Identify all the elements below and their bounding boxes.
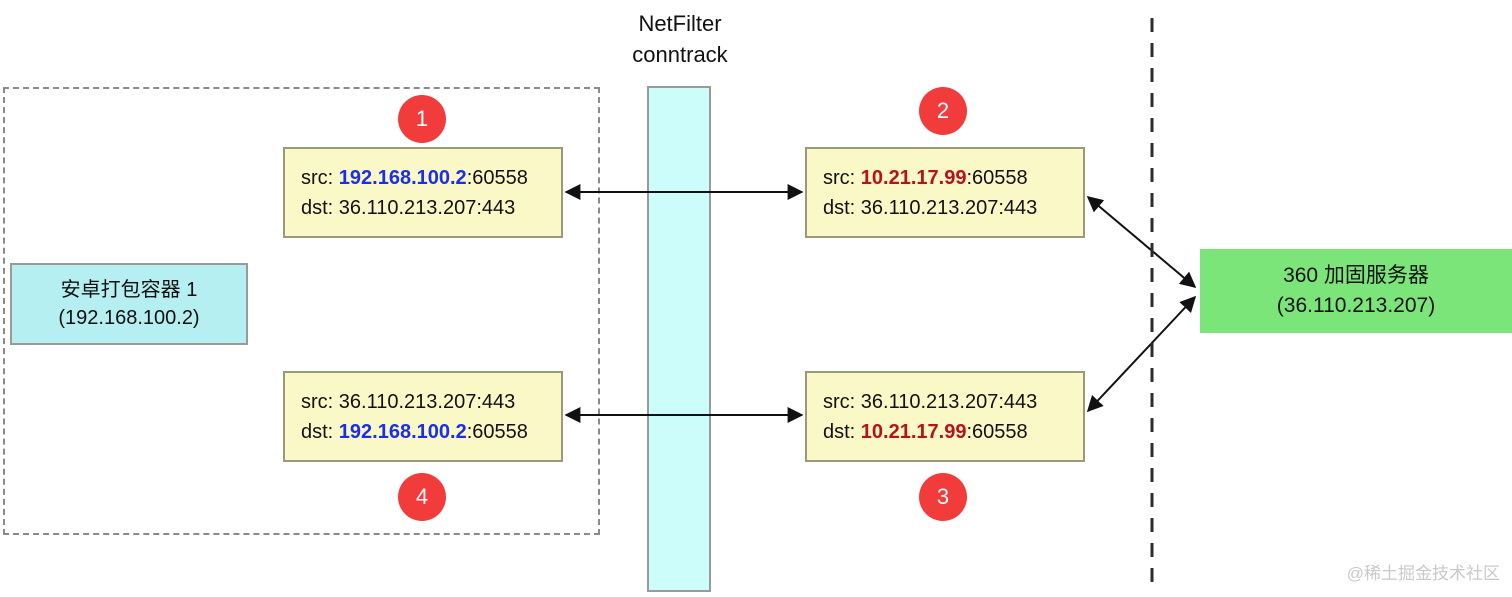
src-label: src: xyxy=(823,390,861,413)
step-badge-4: 4 xyxy=(398,473,446,521)
dst-rest: 36.110.213.207:443 xyxy=(338,196,516,219)
server-360-node: 360 加固服务器 (36.110.213.207) xyxy=(1200,249,1512,333)
step-badge-1: 1 xyxy=(398,95,446,143)
flow-box-3: src: 36.110.213.207:443 dst: 10.21.17.99… xyxy=(805,371,1085,462)
netfilter-bar xyxy=(647,86,711,592)
dst-ip-highlight: 10.21.17.99 xyxy=(860,420,967,443)
step-badge-2: 2 xyxy=(919,87,967,135)
server-360-name: 360 加固服务器 xyxy=(1283,264,1429,287)
dst-label: dst: xyxy=(823,196,861,219)
arrow-bottom-to-server xyxy=(1086,295,1197,413)
dst-rest: :60558 xyxy=(466,420,528,443)
dst-rest: :60558 xyxy=(966,420,1028,443)
src-ip-highlight: 192.168.100.2 xyxy=(338,166,467,189)
src-ip-highlight: 10.21.17.99 xyxy=(860,166,967,189)
diagram-title-line2: conntrack xyxy=(632,42,728,67)
src-rest: :60558 xyxy=(466,166,528,189)
src-label: src: xyxy=(301,166,339,189)
container-namespace-boundary xyxy=(3,87,600,535)
flow-box-2: src: 10.21.17.99:60558 dst: 36.110.213.2… xyxy=(805,147,1085,238)
src-label: src: xyxy=(823,166,861,189)
dst-label: dst: xyxy=(301,420,339,443)
flow-box-1-src-line: src: 192.168.100.2:60558 xyxy=(301,163,561,193)
src-rest: 36.110.213.207:443 xyxy=(338,390,516,413)
android-container-ip: (192.168.100.2) xyxy=(58,307,200,329)
arrow-top-to-server xyxy=(1086,195,1197,289)
dst-label: dst: xyxy=(823,420,861,443)
dst-rest: 36.110.213.207:443 xyxy=(860,196,1038,219)
src-label: src: xyxy=(301,390,339,413)
flow-box-2-dst-line: dst: 36.110.213.207:443 xyxy=(823,193,1083,223)
watermark: @稀土掘金技术社区 xyxy=(1346,564,1500,583)
flow-box-4-dst-line: dst: 192.168.100.2:60558 xyxy=(301,417,561,447)
diagram-title-line1: NetFilter xyxy=(638,11,722,36)
flow-box-2-src-line: src: 10.21.17.99:60558 xyxy=(823,163,1083,193)
flow-box-1-dst-line: dst: 36.110.213.207:443 xyxy=(301,193,561,223)
flow-box-4: src: 36.110.213.207:443 dst: 192.168.100… xyxy=(283,371,563,462)
diagram-title: NetFilter conntrack xyxy=(599,8,761,70)
src-rest: 36.110.213.207:443 xyxy=(860,390,1038,413)
flow-box-1: src: 192.168.100.2:60558 dst: 36.110.213… xyxy=(283,147,563,238)
flow-box-4-src-line: src: 36.110.213.207:443 xyxy=(301,387,561,417)
android-container-node: 安卓打包容器 1 (192.168.100.2) xyxy=(10,263,248,345)
server-360-ip: (36.110.213.207) xyxy=(1276,294,1436,317)
flow-box-3-dst-line: dst: 10.21.17.99:60558 xyxy=(823,417,1083,447)
dst-label: dst: xyxy=(301,196,339,219)
flow-box-3-src-line: src: 36.110.213.207:443 xyxy=(823,387,1083,417)
android-container-name: 安卓打包容器 1 xyxy=(60,279,198,301)
dst-ip-highlight: 192.168.100.2 xyxy=(338,420,467,443)
src-rest: :60558 xyxy=(966,166,1028,189)
step-badge-3: 3 xyxy=(919,473,967,521)
